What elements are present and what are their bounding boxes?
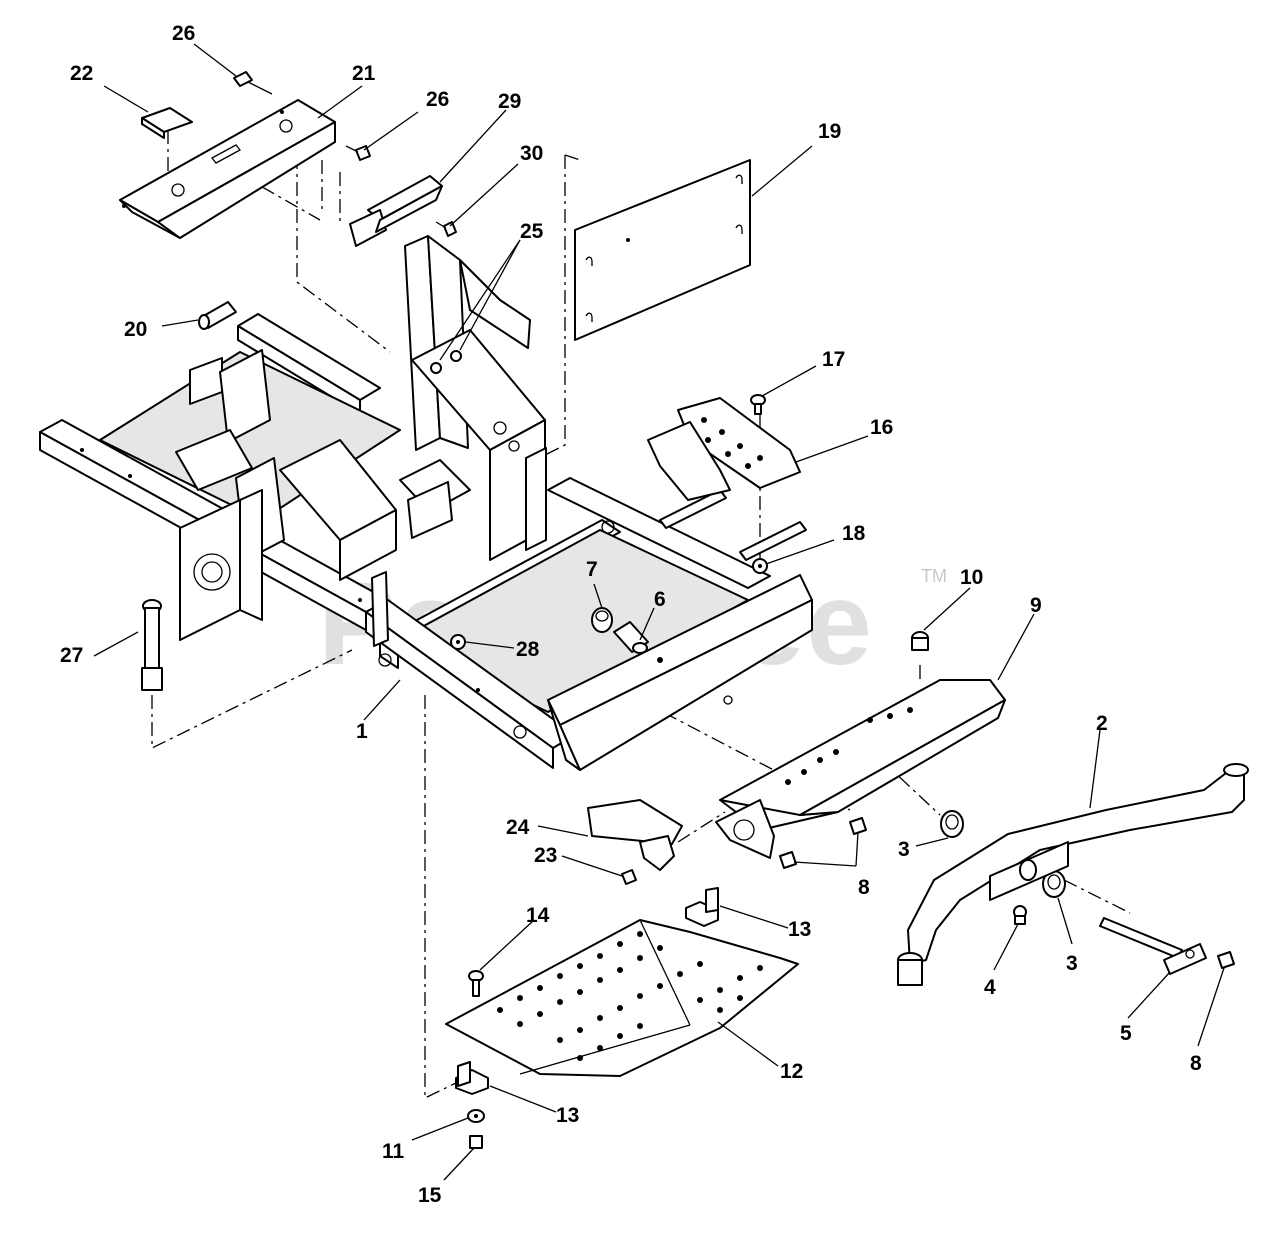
- callout-14: 14: [526, 904, 550, 927]
- part-11-washer: [467, 1109, 485, 1123]
- part-13-bracket-upper: [685, 887, 719, 927]
- callout-2: 2: [1096, 712, 1108, 735]
- callout-12: 12: [780, 1060, 803, 1083]
- part-22-pad: [141, 107, 193, 139]
- leader-lines: [93, 43, 1225, 1181]
- callout-21: 21: [352, 62, 376, 85]
- callout-7: 7: [586, 558, 598, 581]
- callout-6: 6: [654, 588, 666, 611]
- watermark-trademark: TM: [921, 566, 947, 586]
- callout-labels: 26 22 21 26 29 30 19 25 20 17 16 18 10 9…: [60, 22, 1202, 1207]
- callout-13-upper: 13: [788, 918, 811, 941]
- foot-plate-holes: [497, 931, 763, 1061]
- part-16-foot-plate: [647, 397, 801, 501]
- callout-3-lower: 3: [1066, 952, 1078, 975]
- part-17-bolt: [750, 394, 766, 415]
- callout-25: 25: [520, 220, 544, 243]
- callout-5: 5: [1120, 1022, 1132, 1045]
- part-30-screw: [435, 221, 457, 237]
- callout-29: 29: [498, 90, 521, 113]
- part-5-pivot: [1099, 917, 1207, 975]
- callout-1: 1: [356, 720, 368, 743]
- callout-18: 18: [842, 522, 866, 545]
- part-13-bracket-lower: [455, 1061, 489, 1095]
- part-15-nut: [469, 1135, 483, 1149]
- part-24-shield: [587, 799, 683, 871]
- callout-22: 22: [70, 62, 93, 85]
- part-3-bushing-upper: [940, 810, 964, 838]
- part-26-bolt-mid: [345, 145, 371, 161]
- callout-15: 15: [418, 1184, 442, 1207]
- callout-26-top: 26: [172, 22, 195, 45]
- part-28-nut: [450, 634, 466, 650]
- callout-9: 9: [1030, 594, 1042, 617]
- part-8-screw-lower: [1217, 951, 1235, 969]
- part-2-front-axle: [897, 763, 1249, 986]
- part-4-fitting: [1013, 905, 1027, 925]
- part-12-foot-plate: [445, 919, 799, 1077]
- callout-10: 10: [960, 566, 983, 589]
- callout-11: 11: [382, 1140, 405, 1163]
- part-21-seat-bracket: [119, 99, 336, 239]
- part-8-screw-mid-b: [779, 851, 797, 869]
- part-9-front-bumper: [715, 679, 1006, 859]
- callout-4: 4: [984, 976, 996, 999]
- part-18-nut: [752, 558, 768, 574]
- callout-28: 28: [516, 638, 540, 661]
- callout-30: 30: [520, 142, 543, 165]
- part-6-pin: [613, 621, 649, 654]
- part-20-spacer: [198, 301, 237, 330]
- part-19-panel: [574, 159, 751, 341]
- callout-27: 27: [60, 644, 83, 667]
- part-7-bushing: [591, 607, 613, 633]
- part-14-bolt: [468, 970, 484, 997]
- part-23-screw: [621, 869, 637, 885]
- part-27-bolt: [141, 599, 163, 691]
- callout-19: 19: [818, 120, 841, 143]
- part-26-bolt-top: [233, 71, 273, 95]
- callout-26-mid: 26: [426, 88, 449, 111]
- callout-8-lower: 8: [1190, 1052, 1202, 1075]
- part-1-main-frame: [39, 235, 813, 771]
- callout-13-lower: 13: [556, 1104, 579, 1127]
- callout-17: 17: [822, 348, 845, 371]
- callout-20: 20: [124, 318, 147, 341]
- part-25-bolts: [430, 350, 462, 374]
- callout-16: 16: [870, 416, 893, 439]
- part-8-screw-mid-a: [849, 817, 867, 835]
- part-29-bracket: [349, 175, 443, 247]
- callout-23: 23: [534, 844, 557, 867]
- callout-24: 24: [506, 816, 530, 839]
- part-10-cap: [911, 631, 929, 651]
- callout-3-upper: 3: [898, 838, 910, 861]
- callout-8-mid: 8: [858, 876, 870, 899]
